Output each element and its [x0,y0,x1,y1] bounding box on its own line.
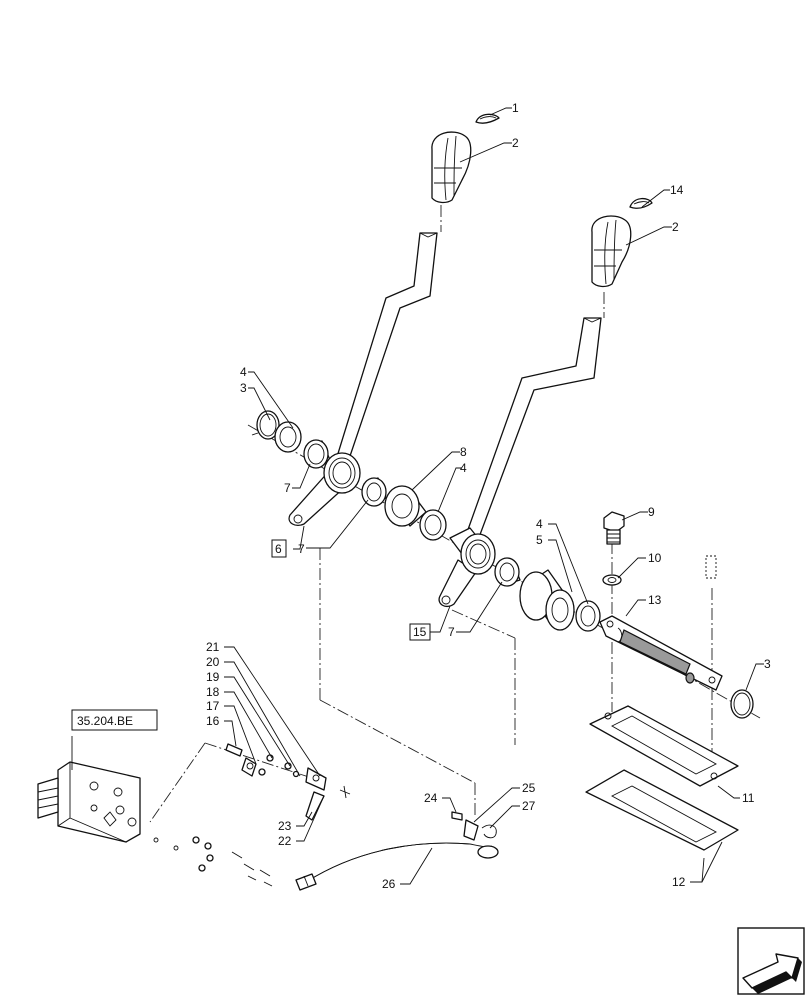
next-page-arrow-icon[interactable] [737,927,805,995]
callout-7-lower: 7 [448,625,455,639]
washer-left-b [419,509,447,541]
boxed-callout-15: 15 [409,623,431,641]
cable-end-parts [451,811,497,841]
washer-left [274,421,302,453]
handle-knob-left [431,131,472,204]
callout-25: 25 [522,781,536,795]
callout-12: 12 [672,875,686,889]
lever-left [335,232,438,463]
pivot-hub-right [438,527,496,608]
bushing-right [494,557,521,587]
spacer-5 [519,569,575,631]
callout-20: 20 [206,655,220,669]
knob-cap-lower [629,197,653,209]
retaining-ring-left [251,410,280,440]
stud-hidden [705,555,717,579]
washer-right [575,600,601,632]
callout-16: 16 [206,714,220,728]
callout-4-right: 4 [536,517,543,531]
fasteners-lower [153,836,273,887]
callout-23: 23 [278,819,292,833]
callout-3-lower: 3 [764,657,771,671]
callout-9: 9 [648,505,655,519]
cover-plate [589,705,739,787]
washer-10 [602,574,622,586]
callout-leaders [71,107,764,885]
handle-knob-right [591,215,632,288]
callout-1: 1 [512,101,519,115]
callout-5: 5 [536,533,543,547]
retaining-ring-right [730,689,754,719]
reference-box[interactable]: 35.204.BE [71,709,158,731]
callout-4-upper: 4 [240,365,247,379]
callout-26: 26 [382,877,396,891]
knob-cap-upper [475,113,500,124]
linkage-parts [225,743,351,821]
boxed-callout-6: 6 [271,539,287,558]
control-cable [295,842,499,891]
callout-27: 27 [522,799,536,813]
reference-box-label: 35.204.BE [77,714,133,728]
callout-13: 13 [648,593,662,607]
bushing-left-b [361,477,387,507]
callout-17: 17 [206,699,220,713]
callout-14: 14 [670,183,684,197]
svg-text:15: 15 [413,625,427,639]
callout-7-middle: 7 [298,542,305,556]
gasket [585,769,739,851]
callout-2-right: 2 [672,220,679,234]
spacer-8 [384,485,427,527]
callout-22: 22 [278,834,292,848]
callout-7-upper: 7 [284,481,291,495]
callout-10: 10 [648,551,662,565]
pivot-hub-left [288,452,361,527]
callout-21: 21 [206,640,220,654]
callout-18: 18 [206,685,220,699]
callout-24: 24 [424,791,438,805]
callout-2-left: 2 [512,136,519,150]
lever-right [464,317,602,541]
callout-3-upper: 3 [240,381,247,395]
callout-8: 8 [460,445,467,459]
bushing-left-a [303,439,331,469]
callout-19: 19 [206,670,220,684]
bolt [603,511,625,545]
svg-text:6: 6 [275,542,282,556]
pivot-shaft [599,615,723,691]
callout-4-middle: 4 [460,461,467,475]
callout-labels: 1 2 14 2 4 3 7 8 4 7 4 5 9 10 13 7 3 11 … [206,101,771,891]
control-valve-block [37,761,141,843]
callout-11: 11 [742,791,755,805]
